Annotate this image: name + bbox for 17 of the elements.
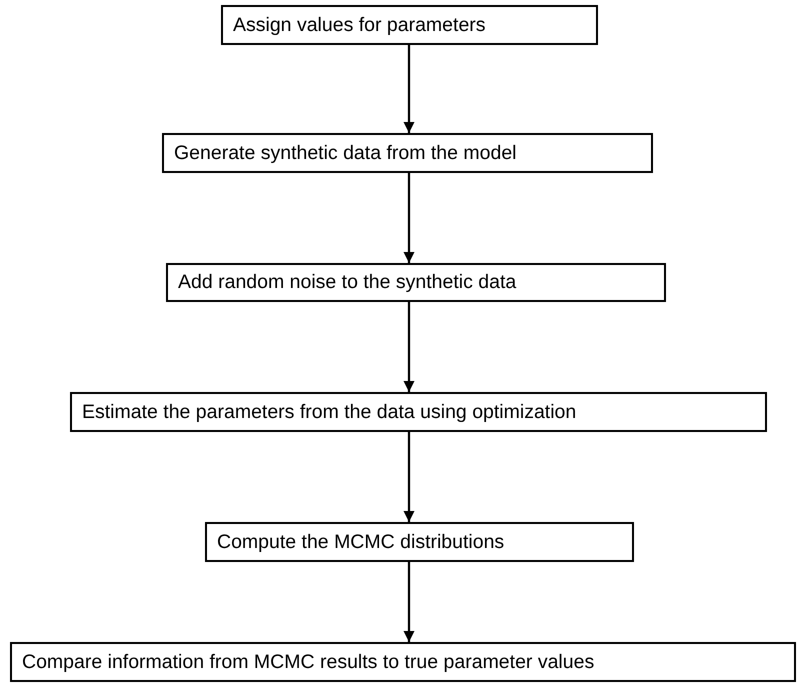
step-text: Add random noise to the synthetic data: [178, 271, 516, 294]
process-box: [221, 5, 598, 45]
process-box: [70, 392, 767, 432]
process-box: [10, 642, 796, 682]
step-text: Estimate the parameters from the data using optimization: [82, 400, 576, 424]
process-box: [166, 263, 666, 302]
arrow: [404, 302, 414, 392]
step-text: Assign values for parameters: [233, 14, 486, 36]
arrow: [404, 432, 414, 522]
process-box: [162, 133, 653, 173]
step-text: Generate synthetic data from the model: [174, 142, 517, 164]
process-box: [205, 522, 634, 562]
step-text: Compute the MCMC distributions: [217, 530, 504, 554]
arrow: [404, 562, 414, 642]
arrow: [404, 173, 414, 263]
step-text: Compare information from MCMC results to true parameter values: [22, 650, 594, 674]
arrow: [404, 45, 414, 133]
